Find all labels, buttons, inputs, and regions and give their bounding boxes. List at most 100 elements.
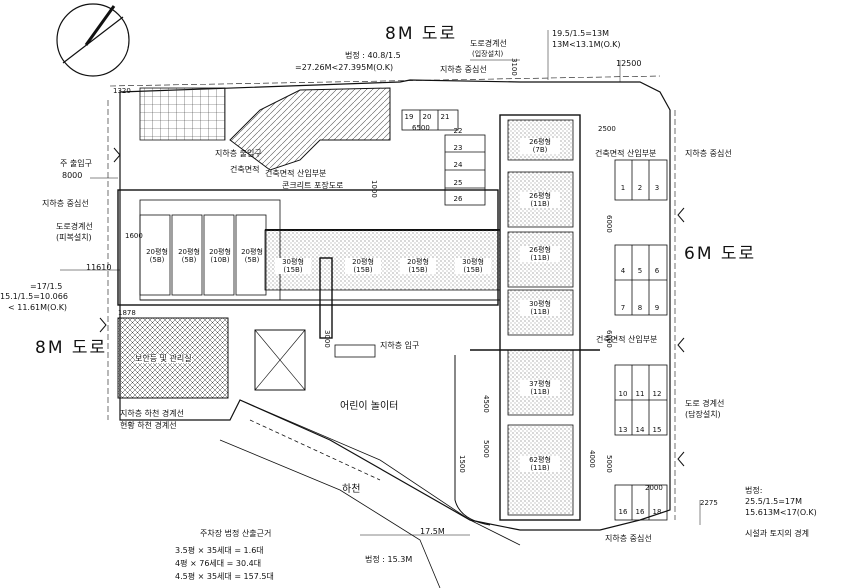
parking-lot-number: 16 — [618, 508, 628, 516]
unit-label: 30평형(15B) — [275, 258, 311, 275]
dim-8000: 8000 — [62, 171, 83, 180]
stream-boundary-label: 지하층 하천 경계선 — [120, 409, 184, 418]
underground-entrance-top: 지하층 출입구 — [215, 149, 262, 158]
parking-lot-number: 24 — [453, 161, 463, 169]
dim-17-5: 17.5M — [420, 527, 445, 536]
parking-lot-number: 10 — [618, 390, 628, 398]
parking-lot-number: 21 — [440, 113, 450, 121]
ratio-label-top: 법정 : 40.8/1.5 — [345, 51, 401, 60]
dim-1600: 1600 — [125, 232, 143, 240]
north-arrow-icon — [56, 3, 130, 77]
unit-label: 30평형(11B) — [520, 300, 560, 317]
dim-3000-center: 3000 — [323, 330, 331, 348]
right-calc-3-line2: 15.613M<17(O.K) — [745, 508, 817, 517]
right-parking-stalls — [614, 159, 668, 521]
left-ratio-2: 15.1/1.5=10.066 — [0, 292, 68, 301]
road-boundary-right-sub: (담장설치) — [685, 410, 721, 419]
stream-banks — [219, 399, 521, 588]
dim-1000: 1000 — [370, 180, 378, 198]
building-setback-top: 건축면적 산입부분 — [265, 169, 327, 178]
center-ramp — [319, 257, 333, 339]
dim-1878: 1878 — [118, 309, 136, 317]
parking-calc-line-3: 4.5평 × 35세대 = 157.5대 — [175, 572, 274, 581]
parking-lot-number: 19 — [404, 113, 414, 121]
unit-label: 20평형(5B) — [146, 248, 168, 265]
dim-12500: 12500 — [616, 59, 642, 68]
ratio-label-top-2: =27.26M<27.395M(O.K) — [295, 63, 394, 72]
current-stream-boundary-label: 현황 하천 경계선 — [120, 421, 177, 430]
main-entrance-label: 주 출입구 — [60, 159, 92, 168]
parking-lot-number: 2 — [637, 184, 643, 192]
dim-5000-b: 5000 — [605, 455, 613, 473]
parking-lot-number: 14 — [635, 426, 645, 434]
parking-lot-number: 7 — [620, 304, 626, 312]
unit-label: 26평형(11B) — [520, 246, 560, 263]
road-boundary-left-sub: (피복설치) — [56, 233, 92, 242]
parking-lot-number: 11 — [635, 390, 645, 398]
dim-2275: 2275 — [700, 499, 718, 507]
parking-calc-line-2: 4평 × 76세대 = 30.4대 — [175, 559, 262, 568]
right-calc-3-line1: 25.5/1.5=17M — [745, 497, 803, 506]
road-boundary-sub: (입장설치) — [472, 50, 504, 58]
parking-lot-number: 15 — [652, 426, 662, 434]
playground-label: 어린이 놀이터 — [340, 401, 399, 412]
parking-lot-number: 1 — [620, 184, 626, 192]
right-calc-3-title: 법정: — [745, 486, 763, 495]
unit-label: 62평형(11B) — [520, 456, 560, 473]
unit-label: 20평형(15B) — [400, 258, 436, 275]
parking-lot-number: 23 — [453, 144, 463, 152]
dim-1320: 1320 — [113, 87, 131, 95]
parking-lot-number: 12 — [652, 390, 662, 398]
parking-lot-number: 13 — [618, 426, 628, 434]
unit-label: 26평형(11B) — [520, 192, 560, 209]
left-ratio-3: < 11.61M(O.K) — [8, 303, 68, 312]
road-boundary-left: 도로경계선 — [56, 222, 93, 231]
parking-lot-number: 20 — [422, 113, 432, 121]
parking-lot-number: 6 — [654, 267, 660, 275]
underground-entrance-center: 지하층 입구 — [380, 341, 420, 350]
playground-area — [454, 355, 491, 526]
parking-lot-number: 18 — [652, 508, 662, 516]
parking-lot-number: 25 — [453, 179, 463, 187]
dim-6000-b: 6000 — [605, 330, 613, 348]
road-boundary-right: 도로 경계선 — [685, 399, 725, 408]
bottom-ratio: 법정 : 15.3M — [365, 555, 413, 564]
dim-5000: 5000 — [482, 440, 490, 458]
parking-calc-title: 주차장 법정 산출근거 — [200, 529, 272, 538]
road-label-top: 8M 도로 — [385, 24, 458, 44]
left-ratio-1: =17/1.5 — [30, 282, 63, 291]
underground-centerline-bottom: 지하층 중심선 — [605, 534, 652, 543]
parking-lot-number: 8 — [637, 304, 643, 312]
management-office-label: 보안등 및 관리실 — [135, 354, 192, 363]
dim-6500: 6500 — [412, 124, 430, 132]
parking-lot-number: 5 — [637, 267, 643, 275]
underground-entrance-box — [254, 329, 306, 391]
right-building-setback-2: 건축면적 산입부분 — [596, 335, 658, 344]
dim-1500: 1500 — [458, 455, 466, 473]
dim-3100: 3100 — [510, 58, 518, 76]
unit-label: 20평형(5B) — [241, 248, 263, 265]
unit-label: 30평형(15B) — [455, 258, 491, 275]
parking-lot-number: 22 — [453, 127, 463, 135]
underground-centerline-left: 지하층 중심선 — [42, 199, 89, 208]
right-calc-2: 13M<13.1M(O.K) — [552, 40, 621, 49]
parking-lot-number: 16 — [635, 508, 645, 516]
road-chevron-icons — [99, 147, 685, 467]
top-parking-stalls — [401, 109, 486, 206]
dim-4500: 4500 — [482, 395, 490, 413]
grid-parking-area — [139, 87, 226, 141]
parking-calc-line-1: 3.5평 × 35세대 = 1.6대 — [175, 546, 264, 555]
facility-boundary-note: 시설과 토지의 경계 — [745, 529, 809, 538]
dim-4000: 4000 — [588, 450, 596, 468]
parking-lot-number: 4 — [620, 267, 626, 275]
stream-label: 하천 — [342, 484, 361, 495]
curved-parking-area — [229, 87, 391, 171]
underground-centerline-right: 지하층 중심선 — [685, 149, 732, 158]
unit-label: 20평형(5B) — [178, 248, 200, 265]
unit-label: 20평형(10B) — [209, 248, 231, 265]
unit-label: 26평형(7B) — [520, 138, 560, 155]
left-units — [139, 214, 267, 296]
dim-2500: 2500 — [598, 125, 616, 133]
unit-label: 37평형(11B) — [520, 380, 560, 397]
underground-centerline-top: 지하층 중심선 — [440, 65, 487, 74]
